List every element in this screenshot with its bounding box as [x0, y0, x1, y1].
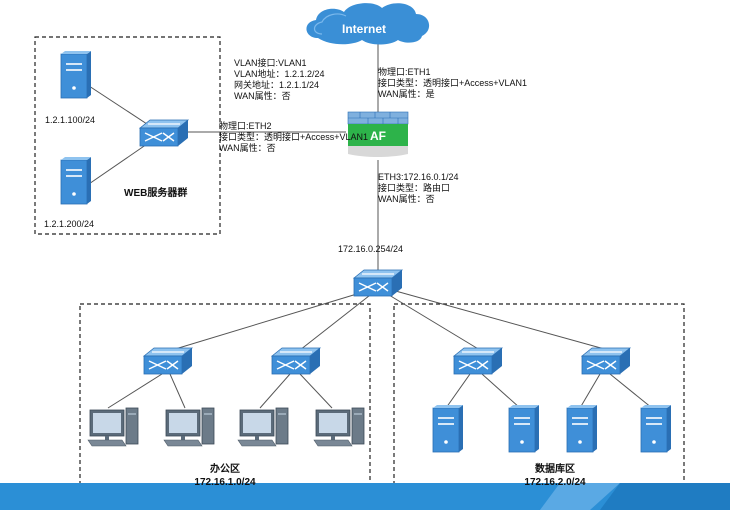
core-switch-ip: 172.16.0.254/24	[338, 244, 404, 254]
office-pc-1	[87, 407, 139, 447]
office-zone-label: 办公区 172.16.1.0/24	[175, 463, 275, 489]
bottom-band	[0, 483, 730, 510]
eth2-info: 物理口:ETH2 接口类型：透明接口+Access+VLAN1 WAN属性：否	[219, 121, 368, 154]
eth2-type: 接口类型：透明接口+Access+VLAN1	[219, 132, 369, 142]
db-switch-2	[581, 347, 631, 375]
eth1-wan: WAN属性：是	[378, 89, 435, 99]
database-zone-label: 数据库区 172.16.2.0/24	[505, 463, 605, 489]
web-server-2	[60, 156, 92, 205]
eth3-type: 接口类型：路由口	[378, 183, 451, 193]
eth1-info: 物理口:ETH1 接口类型：透明接口+Access+VLAN1 WAN属性：是	[378, 67, 527, 100]
af-firewall	[347, 111, 409, 157]
office-pc-3	[237, 407, 289, 447]
internet-cloud	[306, 3, 430, 45]
eth2-vlan-info: VLAN接口:VLAN1 VLAN地址：1.2.1.2/24 网关地址：1.2.…	[234, 58, 325, 102]
web-group-name: WEB服务器群	[124, 188, 188, 199]
vlan-wan: WAN属性：否	[234, 91, 291, 101]
office-zone-name: 办公区	[210, 464, 240, 475]
office-zone-net: 172.16.1.0/24	[194, 477, 256, 488]
web-switch	[139, 119, 189, 147]
af-label: AF	[370, 129, 386, 143]
gateway-address: 网关地址：1.2.1.1/24	[234, 80, 320, 90]
web-server-1-ip: 1.2.1.100/24	[45, 115, 96, 125]
eth1-type: 接口类型：透明接口+Access+VLAN1	[378, 78, 528, 88]
eth2-phys: 物理口:ETH2	[219, 121, 272, 131]
eth3-addr: ETH3:172.16.0.1/24	[378, 172, 459, 182]
database-zone-name: 数据库区	[535, 464, 575, 475]
eth1-phys: 物理口:ETH1	[378, 67, 431, 77]
web-server-2-ip: 1.2.1.200/24	[44, 219, 95, 229]
db-server-4	[640, 404, 672, 453]
web-server-1	[60, 50, 92, 99]
vlan-address: VLAN地址：1.2.1.2/24	[234, 69, 325, 79]
db-server-2	[508, 404, 540, 453]
database-zone-net: 172.16.2.0/24	[524, 477, 586, 488]
office-pc-2	[163, 407, 215, 447]
web-server-group-box	[34, 36, 221, 235]
db-server-1	[432, 404, 464, 453]
eth3-wan: WAN属性：否	[378, 194, 435, 204]
eth3-info: ETH3:172.16.0.1/24 接口类型：路由口 WAN属性：否	[378, 172, 459, 205]
db-switch-1	[453, 347, 503, 375]
eth2-wan: WAN属性：否	[219, 143, 276, 153]
office-pc-4	[313, 407, 365, 447]
core-switch	[353, 269, 403, 297]
office-switch-2	[271, 347, 321, 375]
office-switch-1	[143, 347, 193, 375]
db-server-3	[566, 404, 598, 453]
internet-label: Internet	[342, 22, 386, 36]
network-links	[85, 40, 653, 409]
vlan-interface: VLAN接口:VLAN1	[234, 58, 307, 68]
